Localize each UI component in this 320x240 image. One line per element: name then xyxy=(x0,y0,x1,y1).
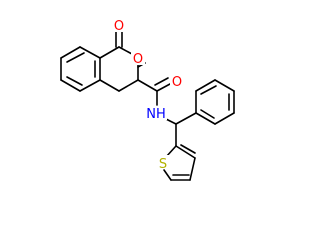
bond xyxy=(99,79,120,92)
bond xyxy=(195,79,216,92)
bond xyxy=(60,79,81,92)
bond xyxy=(154,77,169,86)
bond xyxy=(200,109,215,119)
structure-diagram: O O O NH S xyxy=(60,18,235,181)
bond xyxy=(214,79,235,92)
oxygen-carbonyl-label: O xyxy=(114,19,124,34)
bond xyxy=(79,79,101,92)
bond xyxy=(79,46,101,59)
sulfur-thiophene-label: S xyxy=(159,157,167,172)
bond xyxy=(118,46,133,55)
bond xyxy=(66,52,85,63)
bond xyxy=(180,144,196,154)
molecule-canvas: O O O NH S xyxy=(60,18,235,181)
bond xyxy=(163,169,172,181)
oxygen-amide-label: O xyxy=(172,75,182,90)
atom-labels: O O O NH S xyxy=(112,18,184,172)
bond xyxy=(60,46,81,59)
bond xyxy=(99,46,120,59)
bond xyxy=(118,79,139,92)
bond xyxy=(137,79,158,92)
oxygen-ring-label: O xyxy=(133,52,143,67)
nitrogen-amide-label: NH xyxy=(146,107,166,122)
bond xyxy=(200,85,217,95)
bond xyxy=(175,112,197,125)
bond xyxy=(66,76,83,86)
bond xyxy=(214,112,235,125)
bond xyxy=(189,157,196,181)
bond xyxy=(156,83,171,92)
bond xyxy=(165,118,177,125)
bond xyxy=(175,145,196,159)
bond xyxy=(195,112,216,125)
